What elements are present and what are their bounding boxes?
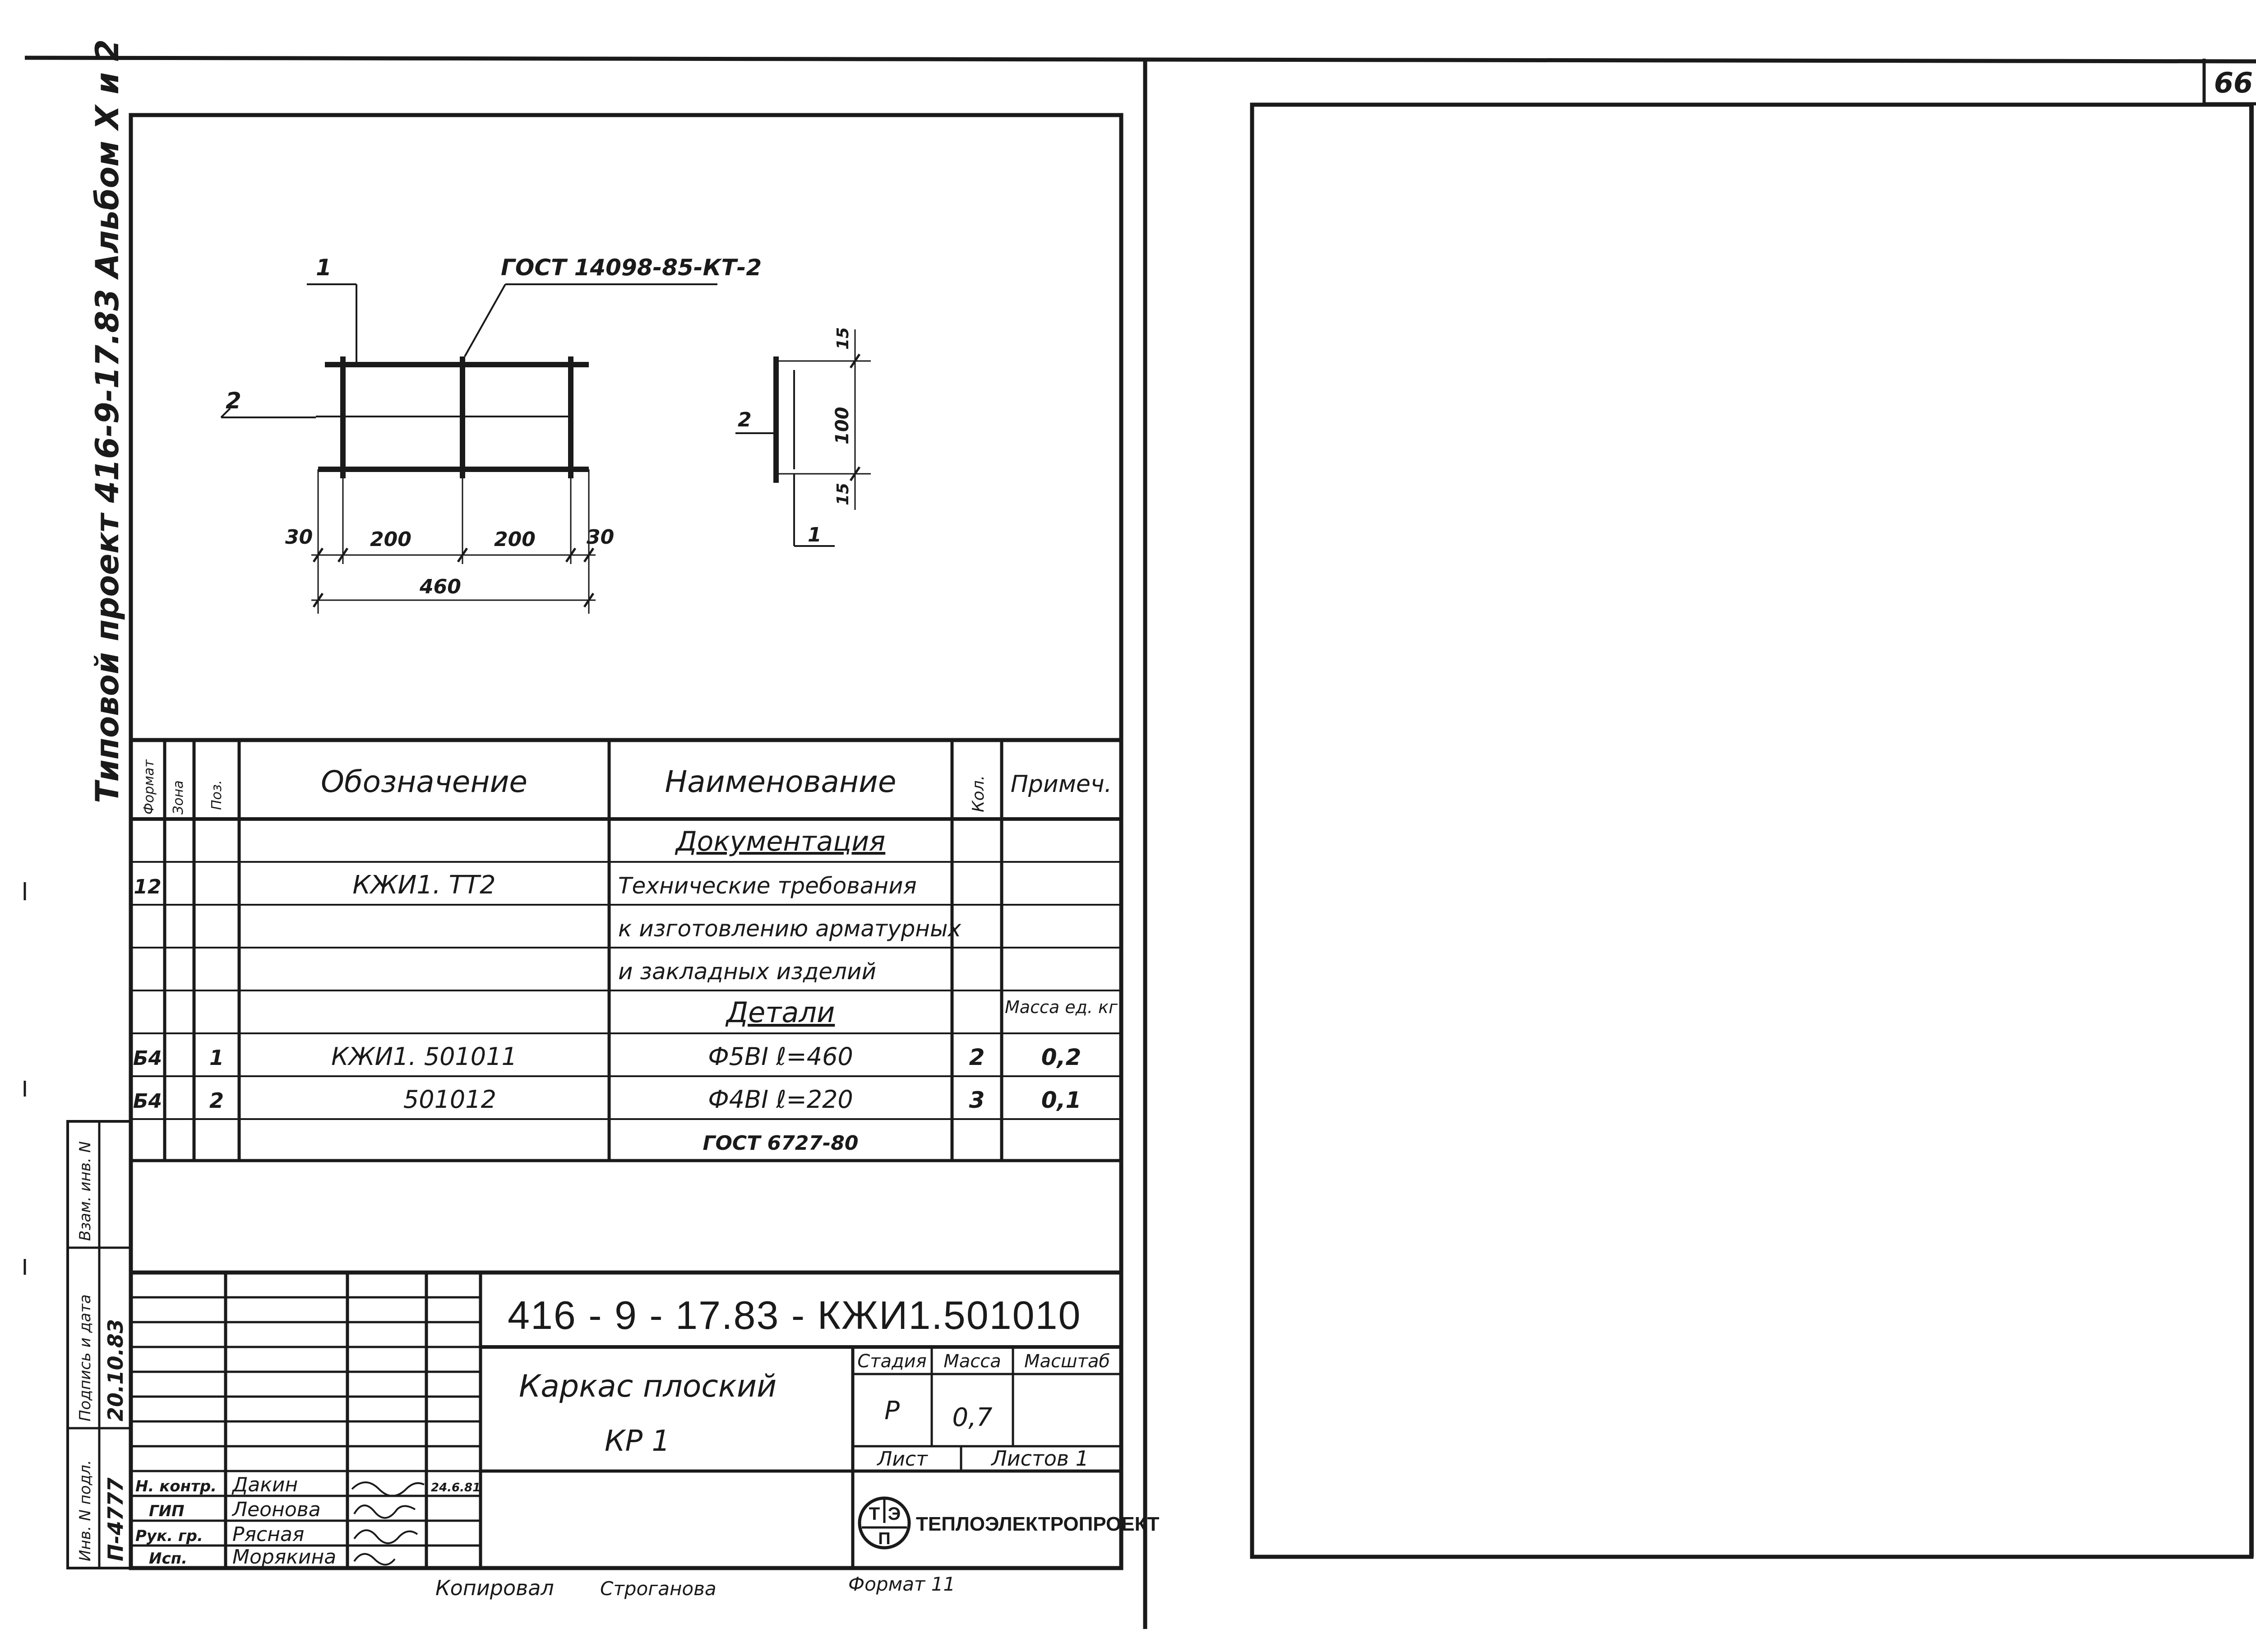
stage-label: Стадия <box>857 1351 926 1372</box>
signer-role: ГИП <box>149 1502 185 1520</box>
scale-label: Масштаб <box>1024 1351 1110 1372</box>
signer-date: 24.6.81 <box>431 1481 481 1495</box>
row-name: Ф5ВI ℓ=460 <box>708 1042 853 1071</box>
signer-name: Морякина <box>232 1546 336 1569</box>
inv-value: П-4777 <box>103 1477 128 1561</box>
section-documentation: Документация <box>675 826 885 857</box>
front-view <box>220 283 717 614</box>
signer-name: Дакин <box>231 1473 298 1496</box>
copied-label: Копировал <box>435 1576 554 1600</box>
dim-overall-460: 460 <box>419 575 461 598</box>
sheet-number: 66 <box>2214 66 2253 99</box>
col-pos-header: Поз. <box>209 780 225 810</box>
col-name-header: Наименование <box>665 764 897 799</box>
col-qty-header: Кол. <box>969 775 988 812</box>
row-qty: 3 <box>969 1087 985 1113</box>
side-pos-2: 2 <box>738 408 752 431</box>
sign-date-label: Подпись и дата <box>76 1294 94 1421</box>
signature-1 <box>351 1481 425 1497</box>
side-stamp: Типовой проект 416-9-17.83 Альбом X и 2 <box>89 39 126 803</box>
spec-table <box>131 738 1121 1275</box>
dim-left-30: 30 <box>285 526 313 549</box>
logo-letter-p: П <box>878 1529 890 1548</box>
row-designation: КЖИ1. ТТ2 <box>352 870 495 900</box>
row-designation: КЖИ1. 501011 <box>331 1042 517 1071</box>
logo-letter-e: Э <box>888 1504 901 1524</box>
left-frame <box>129 113 1123 1570</box>
right-frame <box>1250 102 2254 1559</box>
col-designation-header: Обозначение <box>321 764 527 799</box>
row-name: Ф4ВI ℓ=220 <box>708 1085 853 1114</box>
row-designation: 501012 <box>403 1085 496 1114</box>
mass-label: Масса <box>943 1351 1001 1372</box>
drawing-title: Каркас плоский <box>519 1369 777 1404</box>
dim-right-30: 30 <box>587 526 614 549</box>
format-label: Формат 11 <box>848 1573 955 1595</box>
sheets-count: Листов 1 <box>990 1446 1089 1471</box>
col-format-header: Формат <box>141 759 157 814</box>
dim-200-b: 200 <box>494 528 536 551</box>
section-details: Детали <box>725 996 835 1029</box>
signature-2 <box>353 1504 416 1519</box>
dim-200-a: 200 <box>370 528 411 551</box>
row-name: и закладных изделий <box>618 958 876 985</box>
copier-name: Строганова <box>600 1578 717 1600</box>
side-dim-bottom: 15 <box>834 483 852 505</box>
row-name: Технические требования <box>618 873 917 899</box>
sheet-label: Лист <box>876 1448 928 1471</box>
row-format: Б4 <box>133 1047 162 1070</box>
sign-date-value: 20.10.83 <box>103 1319 128 1421</box>
signer-name: Леонова <box>231 1498 321 1521</box>
signature-4 <box>353 1553 396 1566</box>
row-note: 0,2 <box>1041 1044 1082 1070</box>
row-name-gost: ГОСТ 6727-80 <box>703 1132 858 1155</box>
side-view <box>735 329 871 547</box>
top-rule <box>24 56 2256 64</box>
row-qty: 2 <box>969 1044 985 1070</box>
replace-label: Взам. инв. N <box>76 1141 94 1241</box>
gost-weld-callout: ГОСТ 14098-85-КТ-2 <box>501 255 762 281</box>
row-pos: 1 <box>209 1046 224 1070</box>
side-dim-top: 15 <box>834 327 852 350</box>
row-format: 12 <box>134 875 161 898</box>
signer-name: Рясная <box>232 1523 304 1546</box>
front-pos-2: 2 <box>226 388 241 414</box>
side-dim-middle: 100 <box>832 407 853 445</box>
stage-value: Р <box>884 1396 900 1425</box>
org-name: ТЕПЛОЭЛЕКТРОПРОЕКТ <box>916 1513 1160 1535</box>
row-pos: 2 <box>209 1088 224 1113</box>
front-pos-1: 1 <box>316 255 332 281</box>
side-pos-1: 1 <box>808 523 822 546</box>
note-unit-mass: Масса ед. кг <box>1005 997 1118 1017</box>
signer-role: Н. контр. <box>135 1477 217 1495</box>
col-note-header: Примеч. <box>1011 771 1112 798</box>
mass-value: 0,7 <box>952 1403 992 1432</box>
inv-label: Инв. N подл. <box>76 1460 94 1561</box>
signer-role: Исп. <box>149 1550 187 1568</box>
row-note: 0,1 <box>1041 1087 1082 1113</box>
row-format: Б4 <box>133 1090 162 1113</box>
signature-3 <box>353 1529 418 1544</box>
title-block <box>131 1273 1121 1568</box>
org-logo: Т Э П <box>858 1496 911 1550</box>
drawing-subtitle: КР 1 <box>605 1425 670 1458</box>
logo-letter-t: Т <box>869 1504 880 1524</box>
document-code: 416 - 9 - 17.83 - КЖИ1.501010 <box>508 1293 1081 1337</box>
left-margin-stamp: Инв. N подл. П-4777 Подпись и дата 20.10… <box>66 1120 132 1569</box>
signer-role: Рук. гр. <box>135 1527 203 1545</box>
row-name: к изготовлению арматурных <box>618 916 961 942</box>
col-zone-header: Зона <box>171 780 186 814</box>
